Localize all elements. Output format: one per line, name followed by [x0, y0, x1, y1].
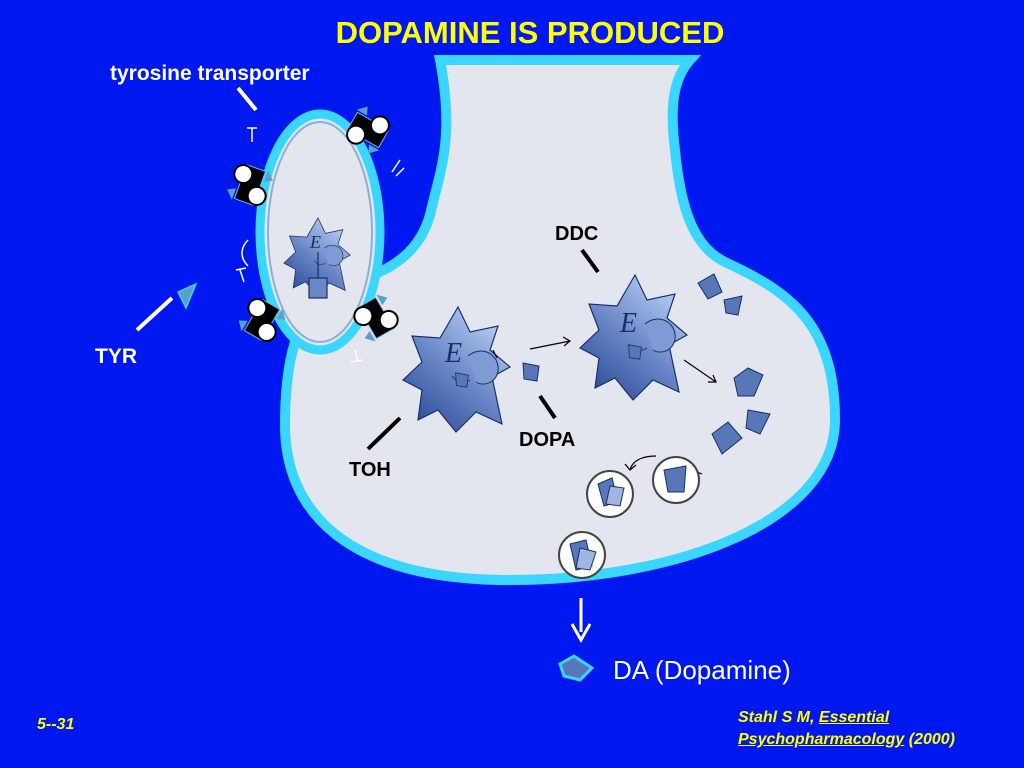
citation-year: (2000) — [908, 731, 955, 748]
page-title: DOPAMINE IS PRODUCED — [335, 15, 725, 50]
vesicle-mid — [586, 470, 634, 518]
dopamine-molecules — [697, 273, 771, 455]
reaction-arrows — [492, 336, 717, 475]
label-pointers — [135, 86, 600, 451]
label-ddc: DDC — [555, 223, 599, 245]
vesicle-full — [558, 531, 606, 579]
label-tyrosine-transporter: tyrosine transporter — [110, 62, 310, 85]
membrane-pins — [235, 127, 405, 363]
label-dopamine: DA (Dopamine) — [613, 655, 791, 685]
release-arrow — [570, 598, 592, 644]
citation-book-line2: Psychopharmacology — [738, 731, 905, 748]
citation-author: Stahl S M, — [738, 709, 815, 726]
label-tyr: TYR — [95, 345, 137, 368]
citation: Stahl S M, Essential Psychopharmacology … — [738, 707, 955, 751]
nerve-terminal — [279, 55, 841, 586]
tyr-molecule — [176, 282, 198, 310]
dopa-molecule — [522, 362, 540, 382]
enzyme-letter-membrane: E — [309, 232, 321, 252]
enzyme-letter-toh: E — [444, 338, 462, 369]
slide-number: 5--31 — [37, 716, 75, 733]
vesicle-filling — [652, 456, 700, 504]
label-dopa: DOPA — [519, 429, 576, 451]
enzyme-letter-ddc: E — [619, 308, 637, 339]
released-dopamine — [558, 654, 595, 682]
citation-book-line1: Essential — [818, 709, 890, 726]
label-toh: TOH — [349, 459, 391, 481]
